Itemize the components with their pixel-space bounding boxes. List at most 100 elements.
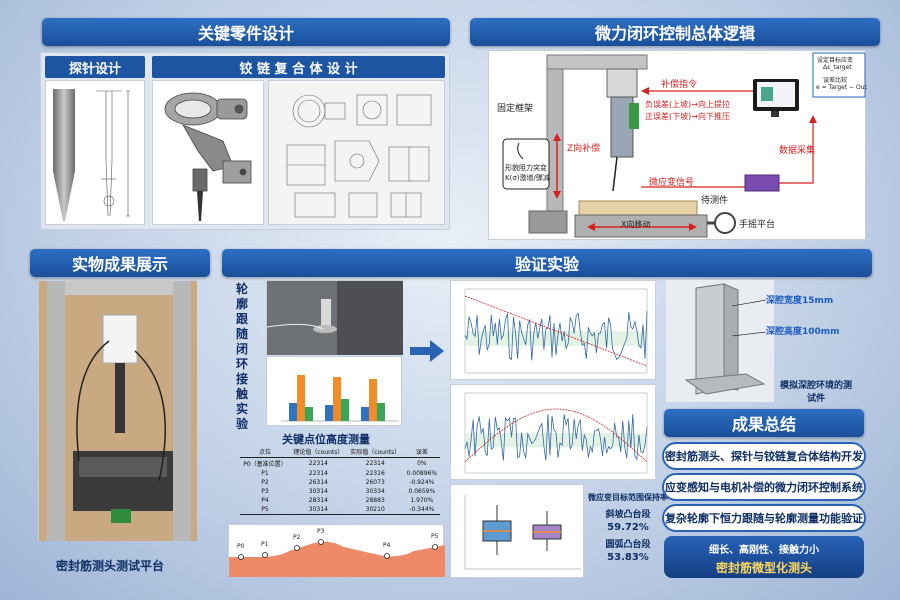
- position-trace: [464, 408, 648, 463]
- strain-chart-slope: [450, 280, 656, 380]
- table-cell: 22316: [365, 470, 385, 477]
- cavity-caption: 模拟深腔环境的测试件: [779, 381, 852, 404]
- table-cell: 0.0659%: [408, 488, 436, 495]
- flow-arrow-icon: [410, 340, 444, 362]
- table-cell: 0%: [417, 460, 427, 467]
- hinge-subheader: 铰 链 复 合 体 设 计: [152, 56, 445, 78]
- table-cell: 0.00896%: [406, 470, 438, 477]
- fixed-frame-label: 固定框架: [497, 104, 534, 114]
- table-cell: 28314: [308, 497, 328, 504]
- cavity-test-piece: [666, 280, 774, 402]
- arc-value: 53.83%: [607, 552, 649, 563]
- shape-resistance-label: 形貌阻力突变: [505, 164, 547, 172]
- table-cell: 26314: [308, 479, 328, 486]
- boxplot-chart: [450, 484, 584, 578]
- hinge-3d-model: [152, 80, 264, 225]
- verification-header: 验证实验: [222, 249, 872, 277]
- positive-error-label: 正误差(下坡)→向下推压: [645, 112, 730, 121]
- table-header: 点位: [240, 446, 290, 458]
- table-header-row: 点位 理论值（counts） 实际值（counts） 误差: [240, 446, 440, 458]
- data-acquisition-label: 数据采集: [779, 146, 816, 156]
- summary-item: 密封筋测头、探针与铰链复合体结构开发: [662, 442, 866, 470]
- table-cell: 30210: [346, 505, 404, 515]
- screen-compare-label: 误差比较: [823, 77, 848, 84]
- workpiece-label: 待测件: [701, 196, 729, 206]
- height-table: 点位 理论值（counts） 实际值（counts） 误差 P0（基准位置） 22…: [240, 446, 440, 515]
- strain-trace: [464, 311, 648, 361]
- table-cell: -0.924%: [409, 479, 435, 486]
- profile-strip: P0 P1 P2 P3 P4 P5: [228, 524, 445, 577]
- table-cell: 1.970%: [410, 497, 434, 504]
- summary-item: 应变感知与电机补偿的微力闭环控制系统: [662, 473, 866, 501]
- vertical-caption: 轮廓跟随闭环接触实验: [236, 282, 249, 431]
- table-cell: 30334: [365, 488, 385, 495]
- table-row: P2 26314 26073 -0.924%: [240, 478, 440, 487]
- negative-error-label: 负误差(上坡)→向上提拉: [645, 100, 730, 109]
- z-compensation-label: Z向补偿: [567, 144, 601, 154]
- table-cell: 30314: [308, 488, 328, 495]
- table-cell: P2: [261, 479, 269, 486]
- bar-chart-thumbnail: [266, 356, 402, 426]
- test-platform-photo: [38, 280, 197, 541]
- table-header: 理论值（counts）: [289, 446, 347, 458]
- key-parts-header: 关键零件设计: [42, 18, 450, 46]
- strain-signal-label: 微应变信号: [649, 178, 695, 188]
- control-logic-header: 微力闭环控制总体逻辑: [470, 18, 880, 46]
- profile-point-label: P1: [261, 541, 269, 548]
- table-cell: 28883: [365, 497, 385, 504]
- profile-point-label: P0: [237, 543, 245, 550]
- screen-delta-label: Δε_target: [823, 64, 852, 71]
- profile-point-label: P4: [383, 542, 391, 549]
- summary-header: 成果总结: [664, 409, 864, 437]
- x-move-label: X向移动: [621, 220, 651, 229]
- table-cell: P3: [261, 488, 269, 495]
- table-row: P4 28314 28883 1.970%: [240, 496, 440, 505]
- table-cell: 22314: [365, 460, 385, 467]
- position-trace: [464, 295, 648, 367]
- summary-item: 复杂轮廓下恒力跟随与轮廓测量功能验证: [662, 504, 866, 532]
- table-cell: -0.344%: [403, 505, 440, 515]
- table-cell: 22314: [308, 470, 328, 477]
- hinge-cad-drawing: [268, 80, 445, 225]
- table-cell: 30314: [289, 505, 347, 515]
- k-sigma-label: K(σ)激增/骤减: [505, 174, 550, 182]
- slope-value: 59.72%: [607, 522, 649, 533]
- cavity-width-label: 深腔宽度15mm: [766, 296, 834, 306]
- probe-drawing: [45, 80, 145, 225]
- screen-formula-label: e = Target − Out: [816, 84, 867, 91]
- hand-stage-label: 手摇平台: [739, 220, 776, 230]
- contact-experiment-photo: [266, 280, 403, 355]
- strain-stats: 微应变目标范围保持率 斜坡凸台段 59.72% 圆弧凸台段 53.83%: [586, 492, 670, 563]
- stats-title: 微应变目标范围保持率: [588, 493, 668, 502]
- final-line1: 细长、高刚性、接触力小: [709, 545, 819, 556]
- probe-subheader: 探针设计: [45, 56, 145, 78]
- table-header: 误差: [403, 446, 440, 458]
- platform-caption: 密封筋测头测试平台: [56, 559, 165, 573]
- table-cell: P4: [261, 497, 269, 504]
- table-cell: P0（基准位置）: [243, 461, 287, 468]
- table-header: 实际值（counts）: [346, 446, 404, 458]
- screen-target-label: 设定目标应变: [817, 57, 854, 64]
- control-logic-diagram: 固定框架 Z向补偿 补偿指令 负误差(上坡)→向上提拉 正误差(下坡)→向下推压…: [488, 50, 867, 240]
- target-band: [465, 433, 647, 448]
- profile-point-label: P3: [317, 528, 325, 535]
- slope-label: 斜坡凸台段: [605, 510, 651, 520]
- profile-point-label: P2: [293, 534, 301, 541]
- compensation-command-label: 补偿指令: [661, 80, 698, 90]
- table-cell: 26073: [365, 479, 385, 486]
- table-row: P1 22314 22316 0.00896%: [240, 469, 440, 478]
- target-band: [465, 331, 647, 346]
- arc-label: 圆弧凸台段: [605, 540, 651, 550]
- table-cell: P5: [240, 505, 290, 515]
- table-row: P3 30314 30334 0.0659%: [240, 487, 440, 496]
- final-line2: 密封筋微型化测头: [715, 561, 812, 575]
- table-cell: 22314: [308, 460, 328, 467]
- strain-trace: [464, 414, 648, 461]
- table-cell: P1: [261, 470, 269, 477]
- table-row: P0（基准位置） 22314 22314 0%: [240, 458, 440, 470]
- table-title: 关键点位高度测量: [282, 433, 370, 446]
- cavity-height-label: 深腔高度100mm: [766, 327, 840, 337]
- strain-chart-arc: [450, 384, 656, 480]
- results-display-header: 实物成果展示: [30, 249, 210, 277]
